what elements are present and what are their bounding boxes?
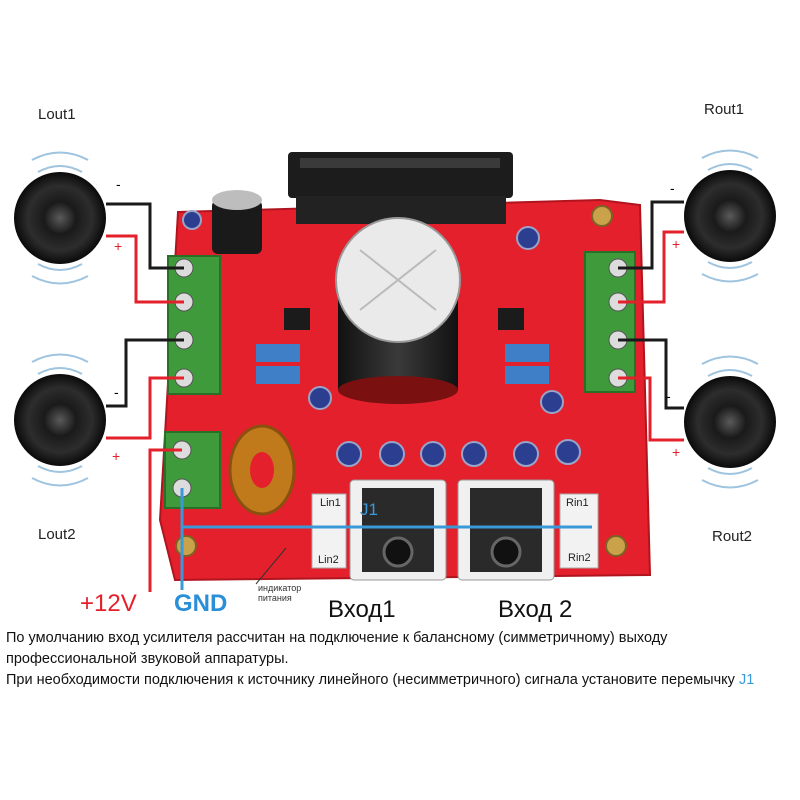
polarity-minus-lout1: - [116,176,121,192]
label-input-1: Вход1 [328,596,396,623]
speaker-wires [106,200,684,442]
label-lout1: Lout1 [38,106,76,123]
speaker-lout2 [14,353,106,487]
capacitor-c19 [212,190,262,254]
indicator-line-1: индикатор [258,583,302,593]
note-line-1: По умолчанию вход усилителя рассчитан на… [6,630,668,667]
label-lin1: Lin1 [320,497,341,509]
input-jack-1 [349,479,447,581]
label-rin1: Rin1 [566,497,589,509]
label-lout2: Lout2 [38,526,76,543]
label-rin2: Rin2 [568,552,591,564]
terminal-block-left-out [167,255,221,395]
label-12v: +12V [80,590,137,617]
speaker-rout2 [684,355,776,489]
small-capacitors [182,210,581,467]
speaker-rout1 [684,149,776,283]
terminal-block-right-out [584,251,636,393]
label-power-indicator: индикатор питания [258,583,301,603]
label-rout2: Rout2 [712,528,753,545]
polarity-plus-lout2: + [112,448,121,464]
main-capacitor [335,217,461,404]
op-amp-left [284,308,310,330]
terminal-block-power [164,431,221,509]
polarity-minus-rout2: - [666,388,671,404]
heatsink [288,152,513,224]
indicator-line-2: питания [258,593,292,603]
note-line-2-text: При необходимости подключения к источник… [6,672,739,688]
relay-right-top [505,344,549,362]
header-left-in [311,493,347,569]
polarity-plus-rout1: + [672,236,681,252]
relay-left-bottom [256,366,300,384]
header-right-in [559,493,599,569]
note-j1-reference: J1 [738,672,755,688]
polarity-plus-lout1: + [114,238,123,254]
polarity-minus-rout1: - [670,180,675,196]
explanatory-note: По умолчанию вход усилителя рассчитан на… [6,628,798,691]
input-jack-2 [457,479,555,581]
label-rout1: Rout1 [704,101,745,118]
relay-left-top [256,344,300,362]
polarity-minus-lout2: - [114,384,119,400]
indicator-pointer [255,547,287,585]
note-line-2: При необходимости подключения к источник… [6,670,798,691]
label-gnd: GND [174,590,228,617]
label-input-2: Вход 2 [498,596,573,623]
label-j1: J1 [360,500,378,519]
speaker-lout1 [14,151,106,285]
toroid-inductor [228,424,296,516]
polarity-plus-rout2: + [672,444,681,460]
label-lin2: Lin2 [318,554,339,566]
relay-right-bottom [505,366,549,384]
wire-12v [148,448,182,592]
op-amp-right [498,308,524,330]
